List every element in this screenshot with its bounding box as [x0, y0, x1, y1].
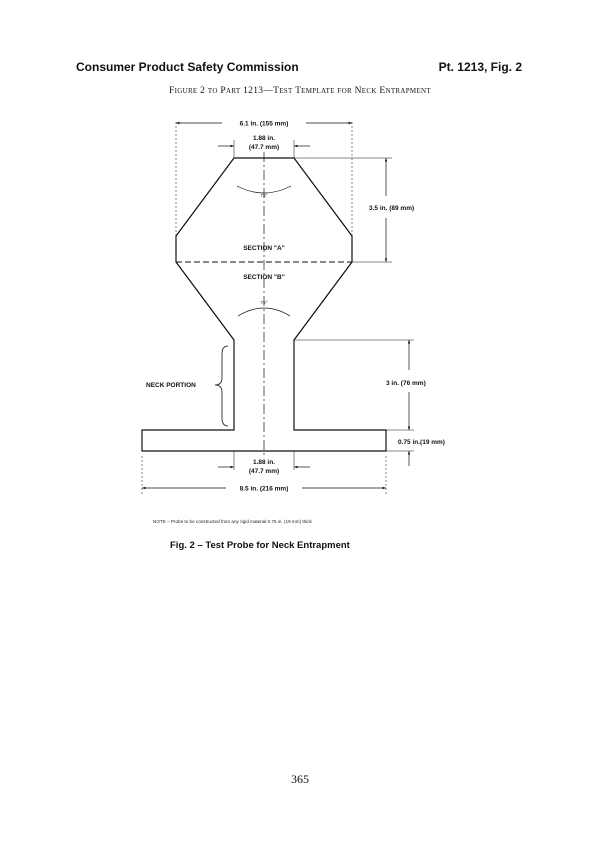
- dim-neck-height: 3 in. (76 mm): [386, 380, 426, 387]
- figure-title: Fig. 2 – Test Probe for Neck Entrapment: [170, 540, 351, 551]
- angle-lower-label: 75°: [261, 300, 268, 305]
- angle-arc-upper: [236, 185, 292, 194]
- angle-arc-lower: [237, 307, 291, 317]
- construction-note: NOTE – Probe to be constructed from any …: [153, 519, 313, 524]
- dim-base-thickness: 0.75 in.(19 mm): [398, 439, 445, 446]
- section-a-label: SECTION "A": [243, 245, 285, 252]
- neck-portion-label: NECK PORTION: [146, 382, 196, 389]
- neck-brace: [214, 345, 229, 427]
- page-number: 365: [291, 772, 309, 786]
- dim-top-narrow-mm: (47.7 mm): [249, 144, 279, 151]
- dim-bottom-narrow-mm: (47.7 mm): [249, 468, 279, 475]
- angle-upper-label: 75°: [261, 193, 268, 198]
- dim-base-width: 8.5 in. (216 mm): [240, 486, 289, 493]
- figure-caption: Figure 2 to Part 1213—Test Template for …: [169, 86, 431, 96]
- dim-top-width: 6.1 in. (155 mm): [240, 121, 289, 128]
- running-header-left: Consumer Product Safety Commission: [76, 60, 299, 74]
- section-b-label: SECTION "B": [243, 274, 285, 281]
- running-header-right: Pt. 1213, Fig. 2: [438, 60, 522, 74]
- dim-upper-height: 3.5 in. (89 mm): [369, 205, 414, 212]
- dim-top-narrow-in: 1.88 in.: [253, 135, 275, 142]
- dim-bottom-narrow-in: 1.88 in.: [253, 459, 275, 466]
